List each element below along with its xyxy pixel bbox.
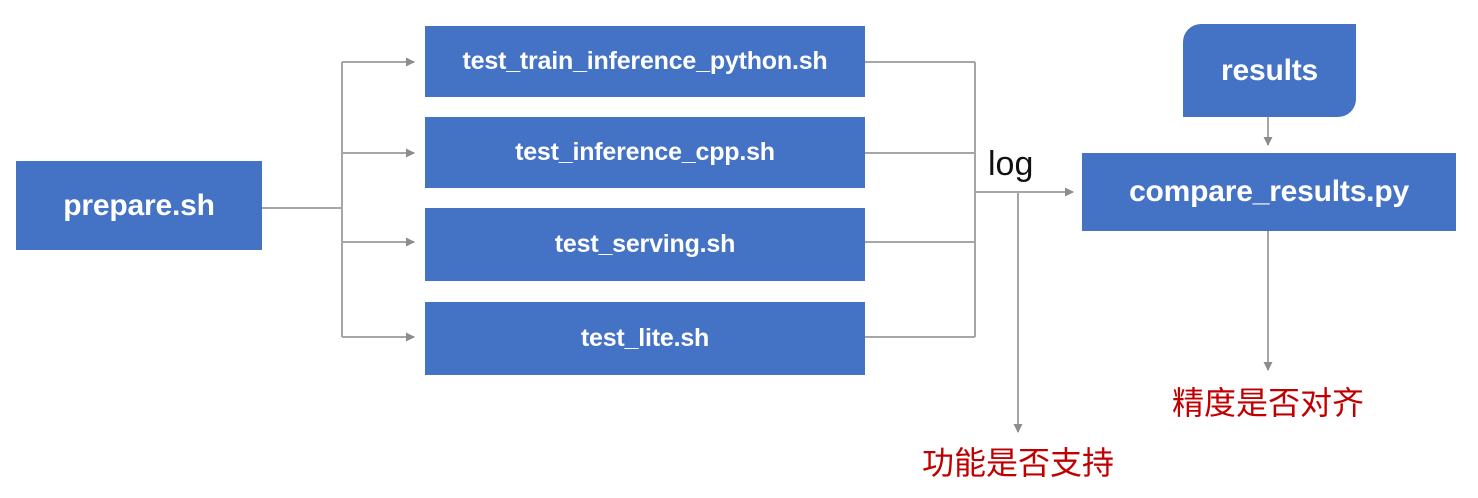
node-test-serving-sh-label: test_serving.sh bbox=[554, 230, 736, 258]
node-results[interactable]: results bbox=[1183, 24, 1356, 117]
node-test-train-inference-python-sh-label: test_train_inference_python.sh bbox=[462, 47, 828, 75]
node-prepare-sh[interactable]: prepare.sh bbox=[16, 161, 262, 250]
edge-label-log: log bbox=[988, 145, 1034, 183]
node-results-label: results bbox=[1221, 53, 1318, 87]
annotation-accuracy-aligned: 精度是否对齐 bbox=[1171, 384, 1364, 422]
annotation-function-supported: 功能是否支持 bbox=[921, 444, 1114, 482]
node-test-inference-cpp-sh[interactable]: test_inference_cpp.sh bbox=[425, 117, 865, 188]
node-compare-results-py[interactable]: compare_results.py bbox=[1082, 153, 1456, 231]
node-compare-results-py-label: compare_results.py bbox=[1129, 175, 1409, 208]
node-test-inference-cpp-sh-label: test_inference_cpp.sh bbox=[515, 138, 775, 166]
node-test-lite-sh-label: test_lite.sh bbox=[580, 324, 710, 352]
node-prepare-sh-label: prepare.sh bbox=[63, 188, 215, 222]
node-test-serving-sh[interactable]: test_serving.sh bbox=[425, 208, 865, 281]
node-test-lite-sh[interactable]: test_lite.sh bbox=[425, 302, 865, 375]
node-test-train-inference-python-sh[interactable]: test_train_inference_python.sh bbox=[425, 26, 865, 97]
